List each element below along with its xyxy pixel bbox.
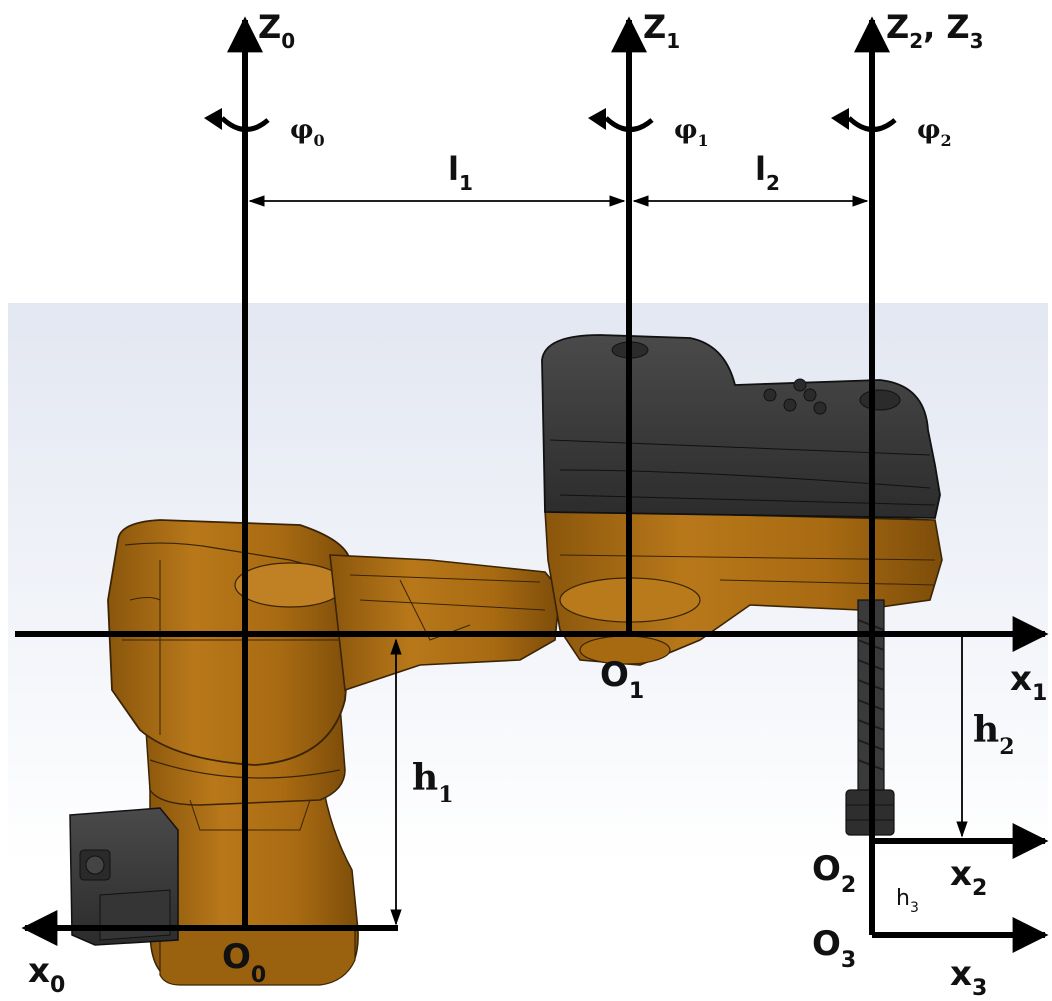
phi2-label: φ2	[917, 115, 952, 150]
phi0-rotation-icon	[204, 108, 270, 132]
x2-label: x2	[950, 854, 987, 901]
h1-label: h1	[412, 757, 454, 808]
x1-label: x1	[1010, 659, 1047, 706]
phi2-rotation-icon	[831, 108, 897, 132]
phi1-rotation-icon	[588, 108, 654, 132]
o1-label: O1	[600, 655, 644, 704]
o2-label: O2	[812, 849, 856, 898]
rotation-arrows	[204, 108, 897, 132]
h3-label: h3	[896, 886, 919, 916]
l2-label: l2	[755, 150, 780, 195]
h2-label: h2	[973, 709, 1015, 760]
phi1-label: φ1	[674, 115, 709, 150]
kinematic-axes	[15, 16, 1049, 953]
o0-label: O0	[222, 937, 266, 988]
z23-label: Z2, Z3	[886, 8, 984, 53]
x0-label: x0	[28, 951, 65, 998]
l1-label: l1	[448, 150, 473, 195]
z1-label: Z1	[643, 8, 680, 53]
phi0-label: φ0	[290, 115, 325, 150]
o3-label: O3	[812, 924, 856, 973]
z0-label: Z0	[258, 8, 295, 53]
x3-label: x3	[950, 954, 987, 1001]
